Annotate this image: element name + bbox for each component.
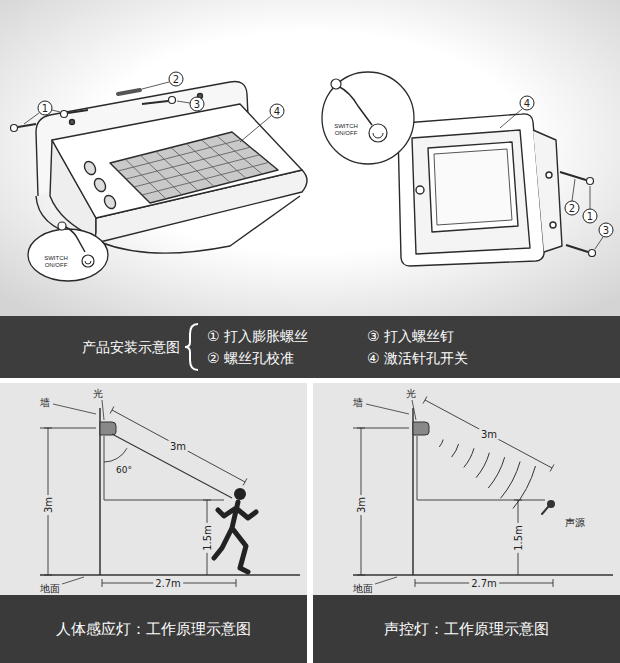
ground-line	[40, 574, 300, 576]
wall-plug	[118, 90, 140, 94]
dimension-label: 1.5m	[202, 523, 213, 553]
ground-line	[353, 574, 613, 576]
pin	[64, 226, 85, 252]
screw-head	[11, 125, 18, 132]
switch-label: SWITCH ON/OFF	[331, 123, 361, 136]
solar-grid	[118, 136, 269, 199]
lamp-symbol	[100, 422, 116, 435]
ground-label: 地面	[40, 583, 60, 594]
callout-number: 4	[270, 104, 285, 119]
panel-ground	[0, 383, 307, 595]
runner-figure	[214, 502, 256, 572]
screw-shaft	[18, 101, 168, 127]
caption-bar: 声控灯：工作原理示意图	[313, 595, 620, 663]
wall-label: 墙	[40, 397, 50, 408]
screw-hole	[70, 120, 75, 125]
sound-waves	[439, 440, 535, 509]
switch-symbol	[82, 255, 94, 267]
screw-head	[587, 178, 594, 185]
lamp-symbol	[413, 422, 429, 435]
callout-number: 1	[583, 209, 598, 224]
lamp-top-view	[36, 82, 307, 254]
dimension-label: 2.7m	[153, 578, 183, 589]
bracket	[185, 324, 198, 370]
pin-head	[58, 222, 66, 230]
leader-line	[500, 109, 603, 249]
dimension-label: 2.7m	[469, 578, 499, 589]
runner-head	[234, 488, 246, 500]
lamp-bottom-view	[398, 114, 562, 266]
lamp-window	[434, 149, 512, 225]
wall-label: 墙	[353, 397, 363, 408]
top-ground	[0, 0, 620, 316]
switch-symbol	[373, 133, 383, 138]
solar-panel	[110, 132, 278, 203]
step-item: ① 打入膨胀螺丝	[207, 328, 308, 345]
screw-hole	[546, 172, 552, 178]
bracket	[184, 316, 204, 378]
pin	[338, 86, 372, 125]
sound-source-icon	[542, 507, 548, 514]
light-label: 光	[93, 388, 103, 399]
dimension-label: 3m	[479, 429, 499, 440]
panel-ground	[313, 383, 620, 595]
switch-symbol	[369, 124, 387, 142]
ground-label: 地面	[353, 583, 373, 594]
lamp-housing	[398, 114, 544, 266]
caption-text: 声控灯：工作原理示意图	[384, 620, 549, 638]
callout-number: 2	[565, 201, 580, 216]
dimension-label: 3m	[43, 495, 54, 515]
sensor	[102, 193, 118, 210]
step-item: ③ 打入螺丝钉	[367, 328, 454, 345]
sound-diagram	[353, 397, 613, 588]
callout-number: 3	[190, 97, 205, 112]
sensor	[92, 176, 108, 193]
dimension-line	[40, 428, 96, 575]
step-item: ② 螺丝孔校准	[207, 350, 294, 367]
lamp-window	[428, 142, 518, 232]
dimension-label: 3m	[168, 441, 188, 452]
caption-bar: 人体感应灯：工作原理示意图	[0, 595, 307, 663]
legend-band: 产品安装示意图 ① 打入膨胀螺丝 ② 螺丝孔校准 ③ 打入螺丝钉 ④ 激活针孔开关	[0, 316, 620, 378]
motion-diagram	[40, 400, 300, 587]
dimension-label: 1.5m	[513, 523, 524, 553]
sensor	[82, 159, 98, 176]
mount-strip	[533, 130, 562, 252]
dimension-line	[423, 397, 554, 472]
light-label: 光	[406, 388, 416, 399]
callout-number: 4	[520, 96, 535, 111]
beam-line	[112, 434, 232, 498]
switch-symbol	[85, 261, 91, 264]
lamp-frame	[412, 130, 530, 254]
screw-head	[61, 111, 68, 118]
angle-arc	[104, 448, 127, 462]
switch-inset	[28, 229, 108, 281]
switch-label: SWITCH ON/OFF	[41, 255, 71, 268]
caption-text: 人体感应灯：工作原理示意图	[56, 620, 251, 638]
step-item: ④ 激活针孔开关	[367, 350, 468, 367]
screw-hole	[550, 222, 556, 228]
guide-line	[104, 436, 224, 500]
dimension-line	[353, 428, 409, 575]
switch-inset	[322, 72, 414, 164]
sound-source-label: 声源	[565, 517, 585, 528]
band-title: 产品安装示意图	[82, 339, 180, 356]
screw-head	[589, 250, 596, 257]
callout-number: 1	[38, 101, 53, 116]
dimension-label: 3m	[356, 495, 367, 515]
dimension-line	[110, 407, 247, 486]
screw-head	[169, 97, 176, 104]
angle-label: 60°	[116, 466, 132, 476]
callout-number: 2	[169, 72, 184, 87]
callout-number: 3	[599, 223, 614, 238]
pin-head	[331, 79, 341, 89]
base-curve	[100, 196, 300, 253]
leader-line	[24, 82, 271, 142]
switch-hole	[416, 186, 424, 194]
